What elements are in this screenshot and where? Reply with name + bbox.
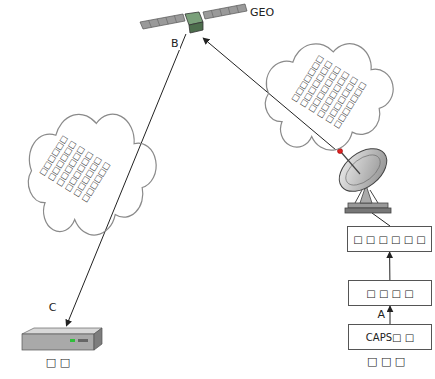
cloud: □□□□□□□ □□□□□□□ □□□□□□□ □□□□□□□ □□□□□□□ … [255, 40, 390, 144]
panel-cell [237, 6, 239, 13]
panel-cell [211, 10, 213, 17]
solar-panel [140, 14, 185, 29]
box-label: CAPS□ □ [366, 332, 414, 343]
panel-cell [157, 19, 160, 26]
satellite: GEO [135, 2, 285, 44]
cloud-text: □□□□□□□ □□□□□□□ □□□□□□□ □□□□□□□ □□□□□□□ … [288, 51, 371, 134]
set-top-box: □ □ [18, 326, 104, 376]
device-front [22, 334, 94, 350]
arrow-connector [389, 252, 390, 280]
panel-cell [166, 17, 168, 24]
device-button [78, 339, 88, 342]
satellite-body [189, 22, 203, 33]
point-label: C [48, 302, 58, 314]
solar-panel [203, 4, 247, 19]
box-label: □ □ □ □ □ □ [353, 234, 426, 245]
process-box: □ □ □ □ □ □ [347, 226, 432, 252]
feed-line [372, 213, 390, 226]
device-top [22, 328, 102, 334]
box-label: □ □ □ □ [366, 288, 413, 299]
device-side [94, 328, 102, 350]
cloud-outline [28, 114, 156, 235]
process-box: □ □ □ □ [348, 280, 432, 306]
process-box: CAPS□ □ [348, 324, 432, 350]
cloud: □□□□□□ □□□□□□ □□□□□□ □□□□□□ □□□□□□ □□□□□… [18, 110, 153, 228]
cloud-text: □□□□□□ □□□□□□ □□□□□□ □□□□□□ □□□□□□ □□□□□… [35, 130, 114, 208]
status-led [70, 339, 75, 342]
panel-cell [174, 16, 176, 23]
panel-cell [228, 7, 230, 14]
point-label: A [376, 309, 386, 321]
caption-label: □ □ □ [366, 356, 406, 368]
dish-antenna [331, 140, 394, 213]
point-label: B [170, 38, 180, 50]
satellite-name: GEO [250, 6, 274, 19]
panel-cell [149, 20, 152, 27]
arrow-connector [390, 306, 391, 324]
device-label: □ □ [18, 356, 98, 369]
cloud-outline [265, 44, 393, 150]
panel-cell [220, 9, 222, 16]
